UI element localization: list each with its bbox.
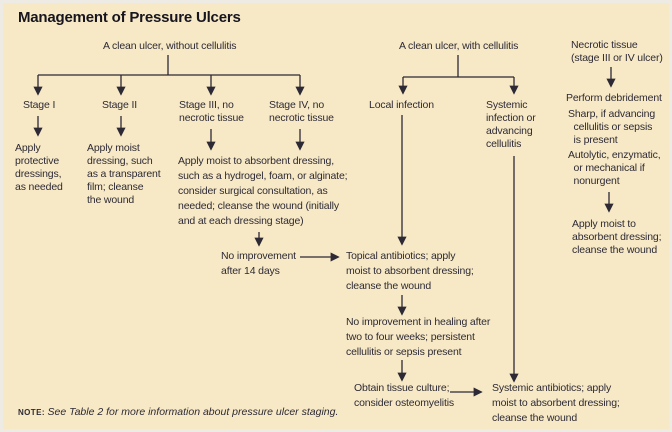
node-apply-moist-absorbent-right: Apply moist to absorbent dressing; clean… — [572, 218, 662, 256]
connector-clean-with-branches — [397, 55, 519, 397]
node-stage-iv: Stage IV, no necrotic tissue — [269, 99, 334, 124]
node-no-improvement-14-days: No improvement after 14 days — [221, 250, 296, 277]
node-topical-antibiotics: Topical antibiotics; apply moist to abso… — [346, 250, 474, 292]
node-stage-i: Stage I — [23, 99, 56, 111]
node-apply-protective-dressings: Apply protective dressings, as needed — [15, 142, 63, 193]
node-stage34-treatment: Apply moist to absorbent dressing, such … — [178, 155, 348, 227]
connector-clean-without-branches — [33, 55, 340, 262]
connector-necrotic-column — [604, 67, 616, 213]
node-obtain-tissue-culture: Obtain tissue culture; consider osteomye… — [354, 382, 454, 409]
node-clean-ulcer-with-cellulitis: A clean ulcer, with cellulitis — [399, 40, 519, 52]
note-label: NOTE: — [18, 408, 48, 417]
node-clean-ulcer-without-cellulitis: A clean ulcer, without cellulitis — [103, 40, 237, 52]
node-local-infection: Local infection — [369, 99, 434, 111]
node-stage-ii: Stage II — [102, 99, 137, 111]
node-no-improvement-healing: No improvement in healing after two to f… — [346, 316, 491, 358]
node-sharp-debridement: Sharp, if advancing cellulitis or sepsis… — [568, 108, 656, 146]
node-systemic-infection: Systemic infection or advancing cellulit… — [486, 99, 536, 150]
node-systemic-antibiotics: Systemic antibiotics; apply moist to abs… — [492, 382, 620, 424]
node-apply-moist-dressing-film: Apply moist dressing, such as a transpar… — [87, 142, 161, 206]
node-perform-debridement: Perform debridement — [566, 92, 662, 104]
node-stage-iii: Stage III, no necrotic tissue — [179, 99, 244, 124]
node-necrotic-tissue: Necrotic tissue (stage III or IV ulcer) — [571, 39, 663, 64]
note-text: See Table 2 for more information about p… — [47, 406, 339, 418]
figure-note: NOTE: See Table 2 for more information a… — [18, 406, 338, 418]
flow-connectors — [33, 55, 616, 397]
figure-title: Management of Pressure Ulcers — [18, 9, 241, 26]
node-autolytic-debridement: Autolytic, enzymatic, or mechanical if n… — [568, 149, 661, 187]
